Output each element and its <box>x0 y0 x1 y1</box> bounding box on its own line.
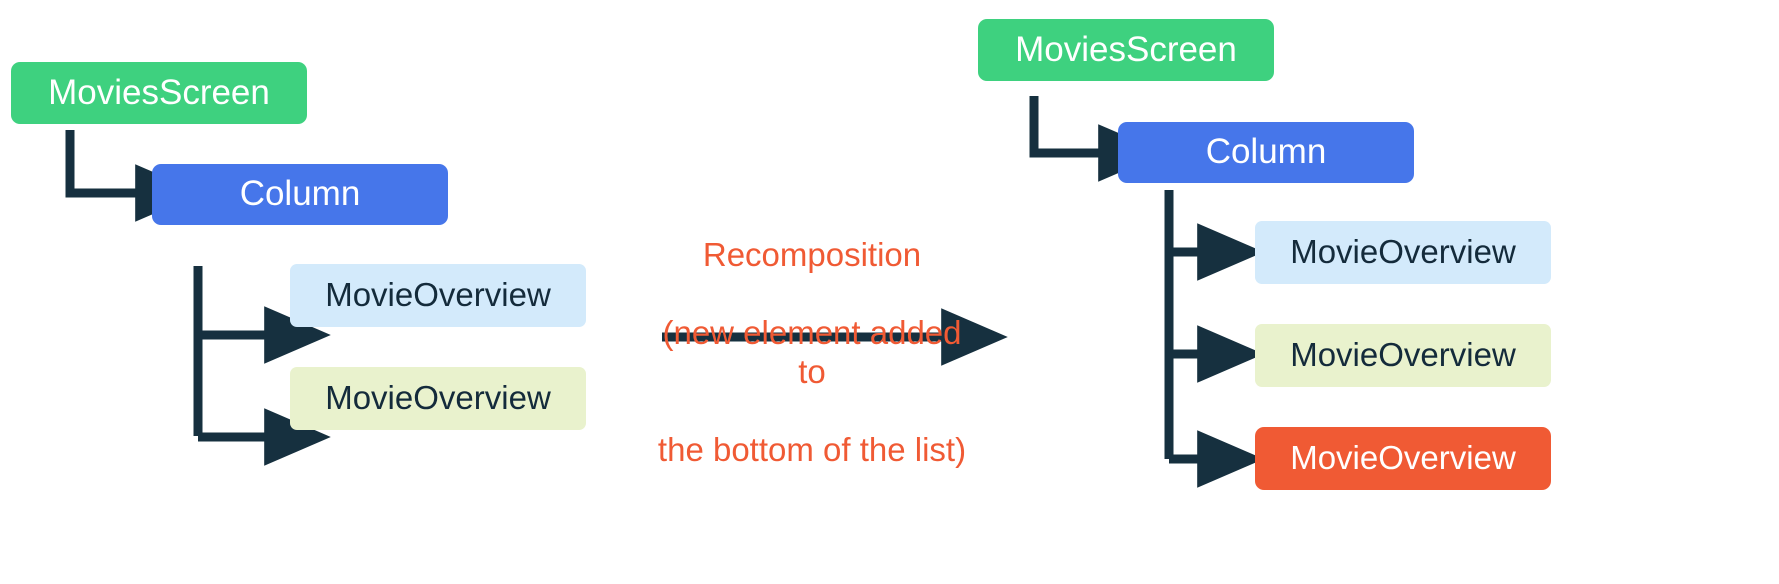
transition-caption-line-3: the bottom of the list) <box>657 430 967 468</box>
transition-caption-line-1: Recomposition <box>702 235 922 273</box>
left-node-movies-screen[interactable]: MoviesScreen <box>11 62 307 124</box>
left-node-movie-overview-1[interactable]: MovieOverview <box>290 264 586 327</box>
left-edge-column-to-children <box>193 266 331 466</box>
right-node-movie-overview-1[interactable]: MovieOverview <box>1255 221 1551 284</box>
right-node-movie-overview-3[interactable]: MovieOverview <box>1255 427 1551 490</box>
right-edge-column-to-children <box>1164 190 1264 488</box>
right-node-column[interactable]: Column <box>1118 122 1414 183</box>
right-edge-root-to-column <box>1029 96 1165 182</box>
right-node-movie-overview-2[interactable]: MovieOverview <box>1255 324 1551 387</box>
transition-caption-line-2: (new element added to <box>662 313 962 390</box>
right-node-movies-screen[interactable]: MoviesScreen <box>978 19 1274 81</box>
left-node-column[interactable]: Column <box>152 164 448 225</box>
left-node-movie-overview-2[interactable]: MovieOverview <box>290 367 586 430</box>
left-edge-root-to-column <box>65 130 202 222</box>
transition-caption: Recomposition (new element added to the … <box>652 197 972 509</box>
